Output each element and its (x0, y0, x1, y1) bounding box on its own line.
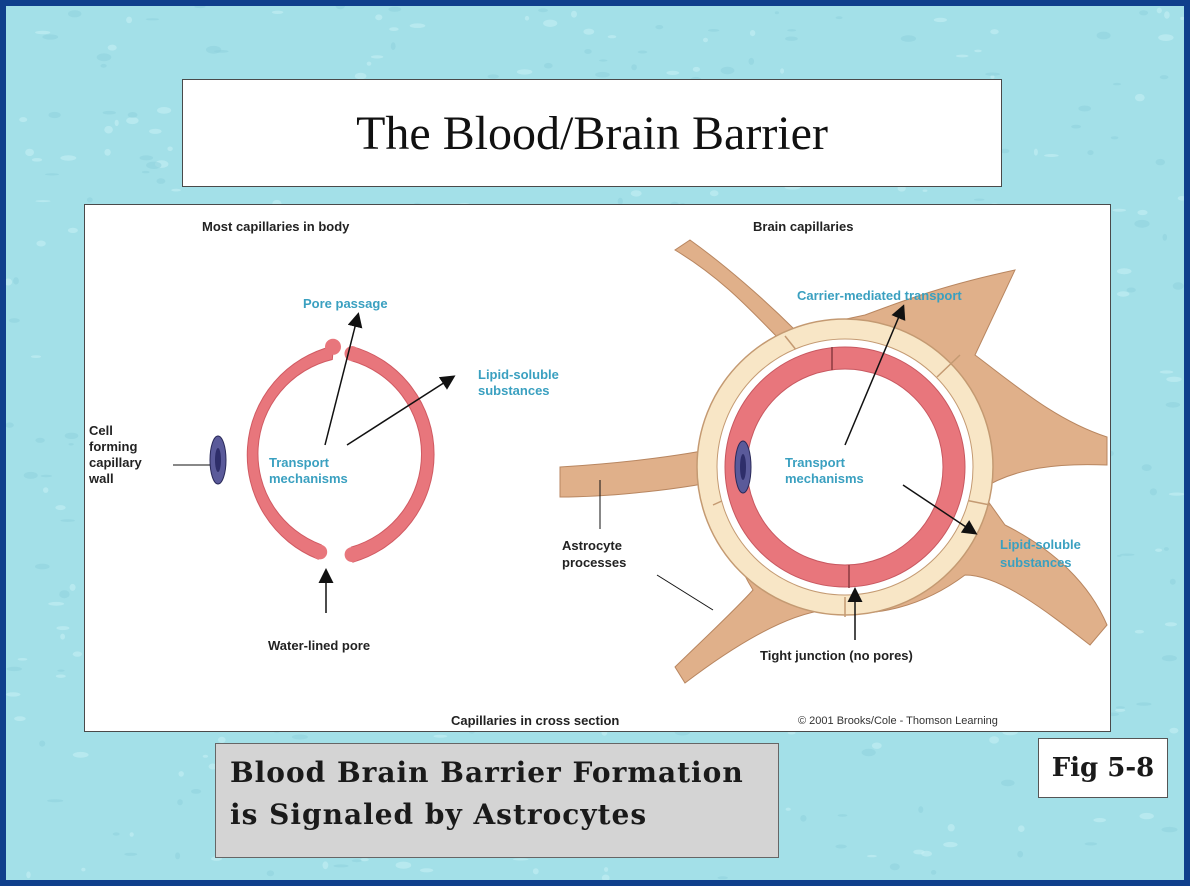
cell-wall-label-3: capillary (89, 455, 143, 470)
caption-line-2: is Signaled by Astrocytes (230, 794, 778, 836)
slide-frame: The Blood/Brain Barrier Most capillaries… (6, 6, 1184, 880)
slide-title-box: The Blood/Brain Barrier (182, 79, 1002, 187)
figure-number: Fig 5-8 (1052, 753, 1155, 783)
right-lipid-label-2: substances (1000, 555, 1072, 570)
copyright-notice: © 2001 Brooks/Cole - Thomson Learning (798, 715, 998, 727)
left-lipid-label-2: substances (478, 383, 550, 398)
cell-wall-label-4: wall (88, 471, 114, 486)
carrier-mediated-label: Carrier-mediated transport (797, 288, 962, 303)
pore-passage-label: Pore passage (303, 296, 388, 311)
figure-panel: Most capillaries in body Brain capillari… (84, 204, 1111, 732)
water-pore-label: Water-lined pore (268, 638, 370, 653)
capillary-wall-left-segment (247, 346, 333, 559)
right-lipid-label-1: Lipid-soluble (1000, 537, 1081, 552)
right-transport-label-1: Transport (785, 455, 846, 470)
slide-caption-box: Blood Brain Barrier Formation is Signale… (215, 743, 779, 858)
right-transport-label-2: mechanisms (785, 471, 864, 486)
figure-number-box: Fig 5-8 (1038, 738, 1168, 798)
astrocyte-label-1: Astrocyte (562, 538, 622, 553)
blood-brain-barrier-diagram: Most capillaries in body Brain capillari… (85, 205, 1112, 733)
tight-junction-label: Tight junction (no pores) (760, 648, 913, 663)
astrocyte-label-2: processes (562, 555, 626, 570)
caption-line-1: Blood Brain Barrier Formation (230, 752, 778, 794)
left-lipid-label-1: Lipid-soluble (478, 367, 559, 382)
cross-section-caption: Capillaries in cross section (451, 713, 619, 728)
slide-title: The Blood/Brain Barrier (356, 106, 828, 161)
left-transport-label-2: mechanisms (269, 471, 348, 486)
body-capillary (210, 339, 434, 562)
right-heading: Brain capillaries (753, 219, 853, 234)
cell-wall-label-1: Cell (89, 423, 113, 438)
left-transport-label-1: Transport (269, 455, 330, 470)
cell-wall-label-2: forming (89, 439, 137, 454)
left-heading: Most capillaries in body (202, 219, 350, 234)
capillary-wall-right-segment (351, 347, 434, 562)
